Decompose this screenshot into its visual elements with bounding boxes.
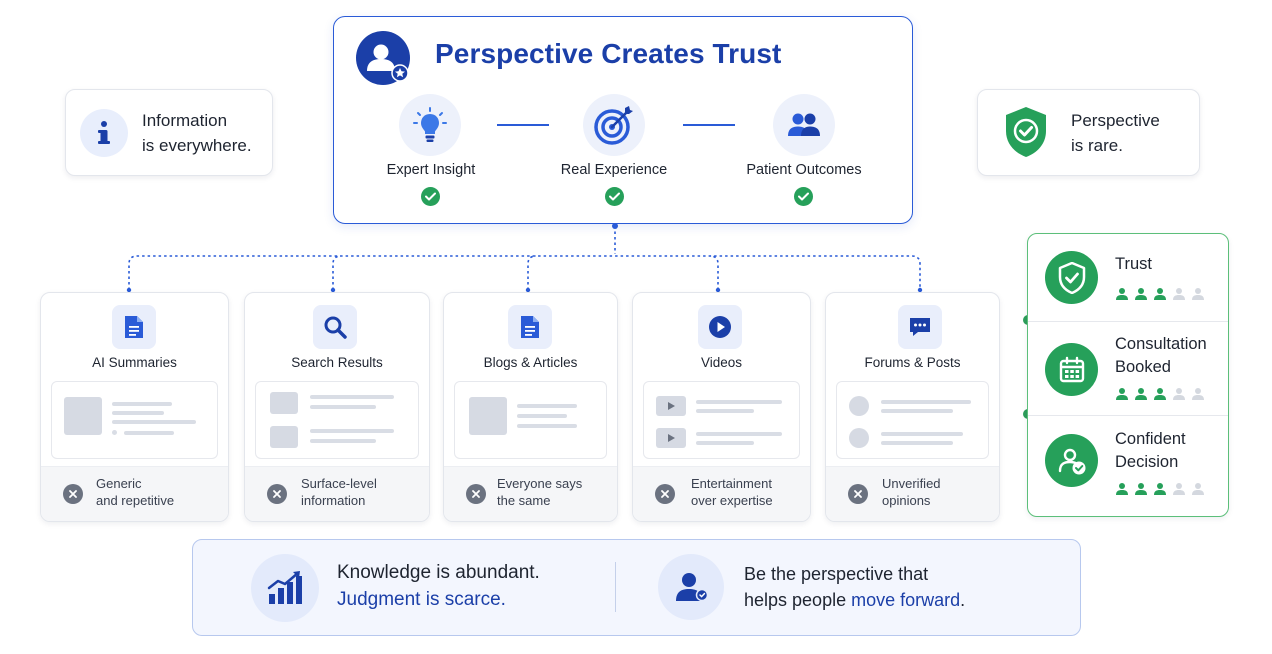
- growth-chart-icon: [251, 554, 319, 622]
- preview-placeholder: [255, 381, 419, 459]
- x-icon: [466, 484, 486, 504]
- person-empty-icon: [1173, 388, 1185, 400]
- check-icon: [421, 187, 440, 206]
- pillar-connector-2: [683, 124, 735, 126]
- user-star-icon: [658, 554, 724, 620]
- perspective-card: Perspective is rare.: [977, 89, 1200, 176]
- result-label-trust: Trust: [1115, 255, 1152, 273]
- x-icon: [848, 484, 868, 504]
- pillar-connector-1: [497, 124, 549, 126]
- expert-avatar-icon: [356, 31, 410, 85]
- person-filled-icon: [1154, 388, 1166, 400]
- person-filled-icon: [1154, 288, 1166, 300]
- user-check-icon: [1045, 434, 1098, 487]
- x-icon: [655, 484, 675, 504]
- person-filled-icon: [1135, 388, 1147, 400]
- source-title: Videos: [700, 355, 743, 370]
- info-card: Information is everywhere.: [65, 89, 273, 176]
- person-filled-icon: [1116, 388, 1128, 400]
- person-empty-icon: [1192, 288, 1204, 300]
- preview-placeholder: [454, 381, 607, 459]
- x-icon: [267, 484, 287, 504]
- person-filled-icon: [1116, 483, 1128, 495]
- bottom-banner: Knowledge is abundant. Judgment is scarc…: [192, 539, 1081, 636]
- main-title: Perspective Creates Trust: [435, 38, 782, 69]
- source-title: Search Results: [291, 355, 383, 370]
- shield-check-icon: [1002, 105, 1050, 164]
- banner-right-text: Be the perspective that helps people mov…: [744, 564, 966, 610]
- person-filled-icon: [1116, 288, 1128, 300]
- article-icon: [508, 305, 552, 349]
- source-title: Blogs & Articles: [483, 355, 578, 370]
- source-title: Forums & Posts: [864, 355, 961, 370]
- x-icon: [63, 484, 83, 504]
- lightbulb-icon: [399, 94, 461, 156]
- person-filled-icon: [1135, 288, 1147, 300]
- person-empty-icon: [1173, 288, 1185, 300]
- search-icon: [313, 305, 357, 349]
- document-icon: [112, 305, 156, 349]
- calendar-icon: [1045, 343, 1098, 396]
- person-empty-icon: [1192, 483, 1204, 495]
- chat-icon: [898, 305, 942, 349]
- preview-placeholder: [836, 381, 989, 459]
- preview-placeholder: [643, 381, 800, 459]
- pillar-label-outcomes: Patient Outcomes: [746, 162, 862, 178]
- person-empty-icon: [1173, 483, 1185, 495]
- pillar-label-experience: Real Experience: [560, 162, 668, 178]
- check-icon: [605, 187, 624, 206]
- banner-left-text: Knowledge is abundant. Judgment is scarc…: [337, 562, 540, 610]
- info-icon: [80, 109, 128, 157]
- people-icon: [773, 94, 835, 156]
- target-icon: [583, 94, 645, 156]
- person-filled-icon: [1154, 483, 1166, 495]
- shield-check-icon: [1045, 251, 1098, 304]
- check-icon: [794, 187, 813, 206]
- person-empty-icon: [1192, 388, 1204, 400]
- play-icon: [698, 305, 742, 349]
- banner-divider: [615, 562, 616, 612]
- preview-placeholder: [51, 381, 218, 459]
- source-title: AI Summaries: [92, 355, 177, 370]
- person-filled-icon: [1135, 483, 1147, 495]
- info-text: Information is everywhere.: [142, 111, 252, 155]
- pillar-label-expert: Expert Insight: [386, 162, 476, 178]
- perspective-text: Perspective is rare.: [1071, 111, 1160, 155]
